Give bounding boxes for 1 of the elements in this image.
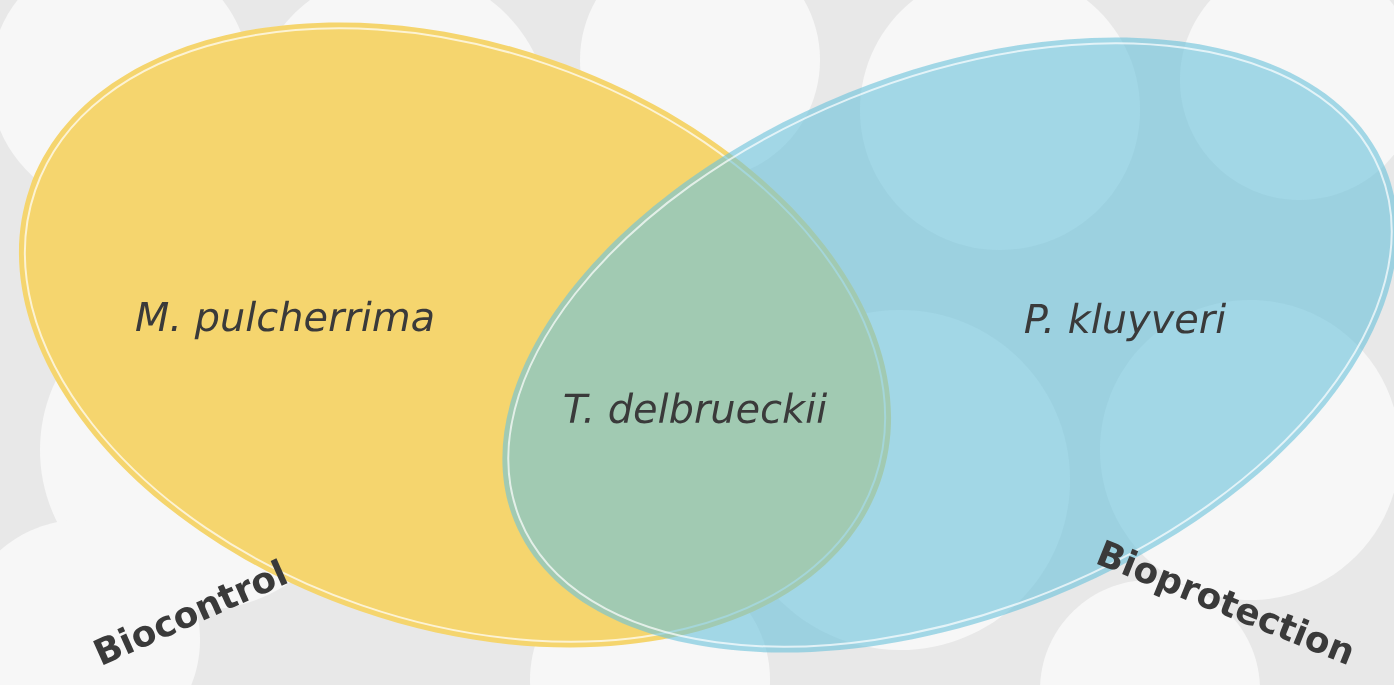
overlap-label: T. delbrueckii (564, 392, 828, 424)
